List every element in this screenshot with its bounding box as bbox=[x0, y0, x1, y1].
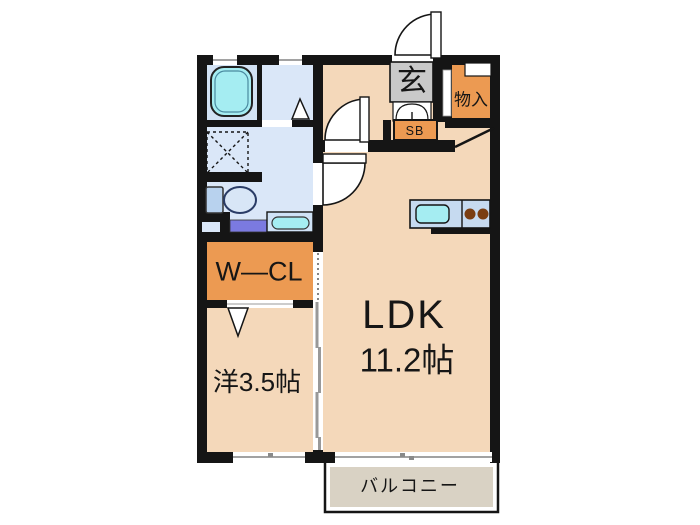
door-openings bbox=[227, 55, 433, 308]
washroom-doorway bbox=[313, 163, 323, 205]
entrance-label: 玄 bbox=[397, 65, 427, 98]
walk-in-closet-label: W—CL bbox=[215, 256, 303, 287]
windows bbox=[213, 55, 492, 462]
entrance-doorway bbox=[392, 55, 433, 65]
hall-doorway bbox=[325, 140, 368, 152]
ldk-size-label: 11.2帖 bbox=[359, 341, 455, 379]
stove-burner-left bbox=[464, 208, 476, 220]
shoe-box bbox=[393, 119, 438, 141]
kitchen-sink bbox=[415, 204, 450, 224]
hall-door-arc bbox=[324, 96, 370, 143]
shoe-box-label: SB bbox=[405, 123, 425, 138]
storage-label: 物入 bbox=[454, 90, 488, 110]
western-room-label: 洋3.5帖 bbox=[212, 367, 302, 397]
toilet bbox=[205, 186, 257, 214]
bathtub bbox=[210, 66, 253, 117]
sliding-door-track bbox=[313, 252, 323, 450]
vanity-counter bbox=[229, 219, 268, 233]
storage-door-diagonal bbox=[454, 126, 495, 149]
entrance-door-arc bbox=[394, 11, 442, 59]
ldk-label: LDK bbox=[362, 293, 446, 337]
entrance-mat bbox=[389, 61, 434, 103]
bath-doorway bbox=[262, 120, 292, 127]
storage-shelf bbox=[464, 62, 492, 77]
balcony-rail bbox=[323, 463, 500, 514]
balcony-deck bbox=[330, 467, 493, 507]
vanity-sink bbox=[266, 211, 314, 233]
storage-door-leaf bbox=[442, 69, 452, 117]
washroom-door-arc bbox=[322, 153, 367, 206]
walk-in-closet-floor bbox=[207, 242, 313, 300]
balcony-area bbox=[323, 463, 500, 514]
closet-door-triangle bbox=[226, 307, 250, 339]
kitchen-counter bbox=[409, 199, 491, 229]
washing-machine-space bbox=[206, 131, 249, 174]
stove-burner-right bbox=[477, 208, 489, 220]
balcony-label: バルコニー bbox=[360, 476, 460, 496]
shoe-box-doors bbox=[392, 101, 432, 122]
bath-door-triangle bbox=[290, 97, 311, 120]
